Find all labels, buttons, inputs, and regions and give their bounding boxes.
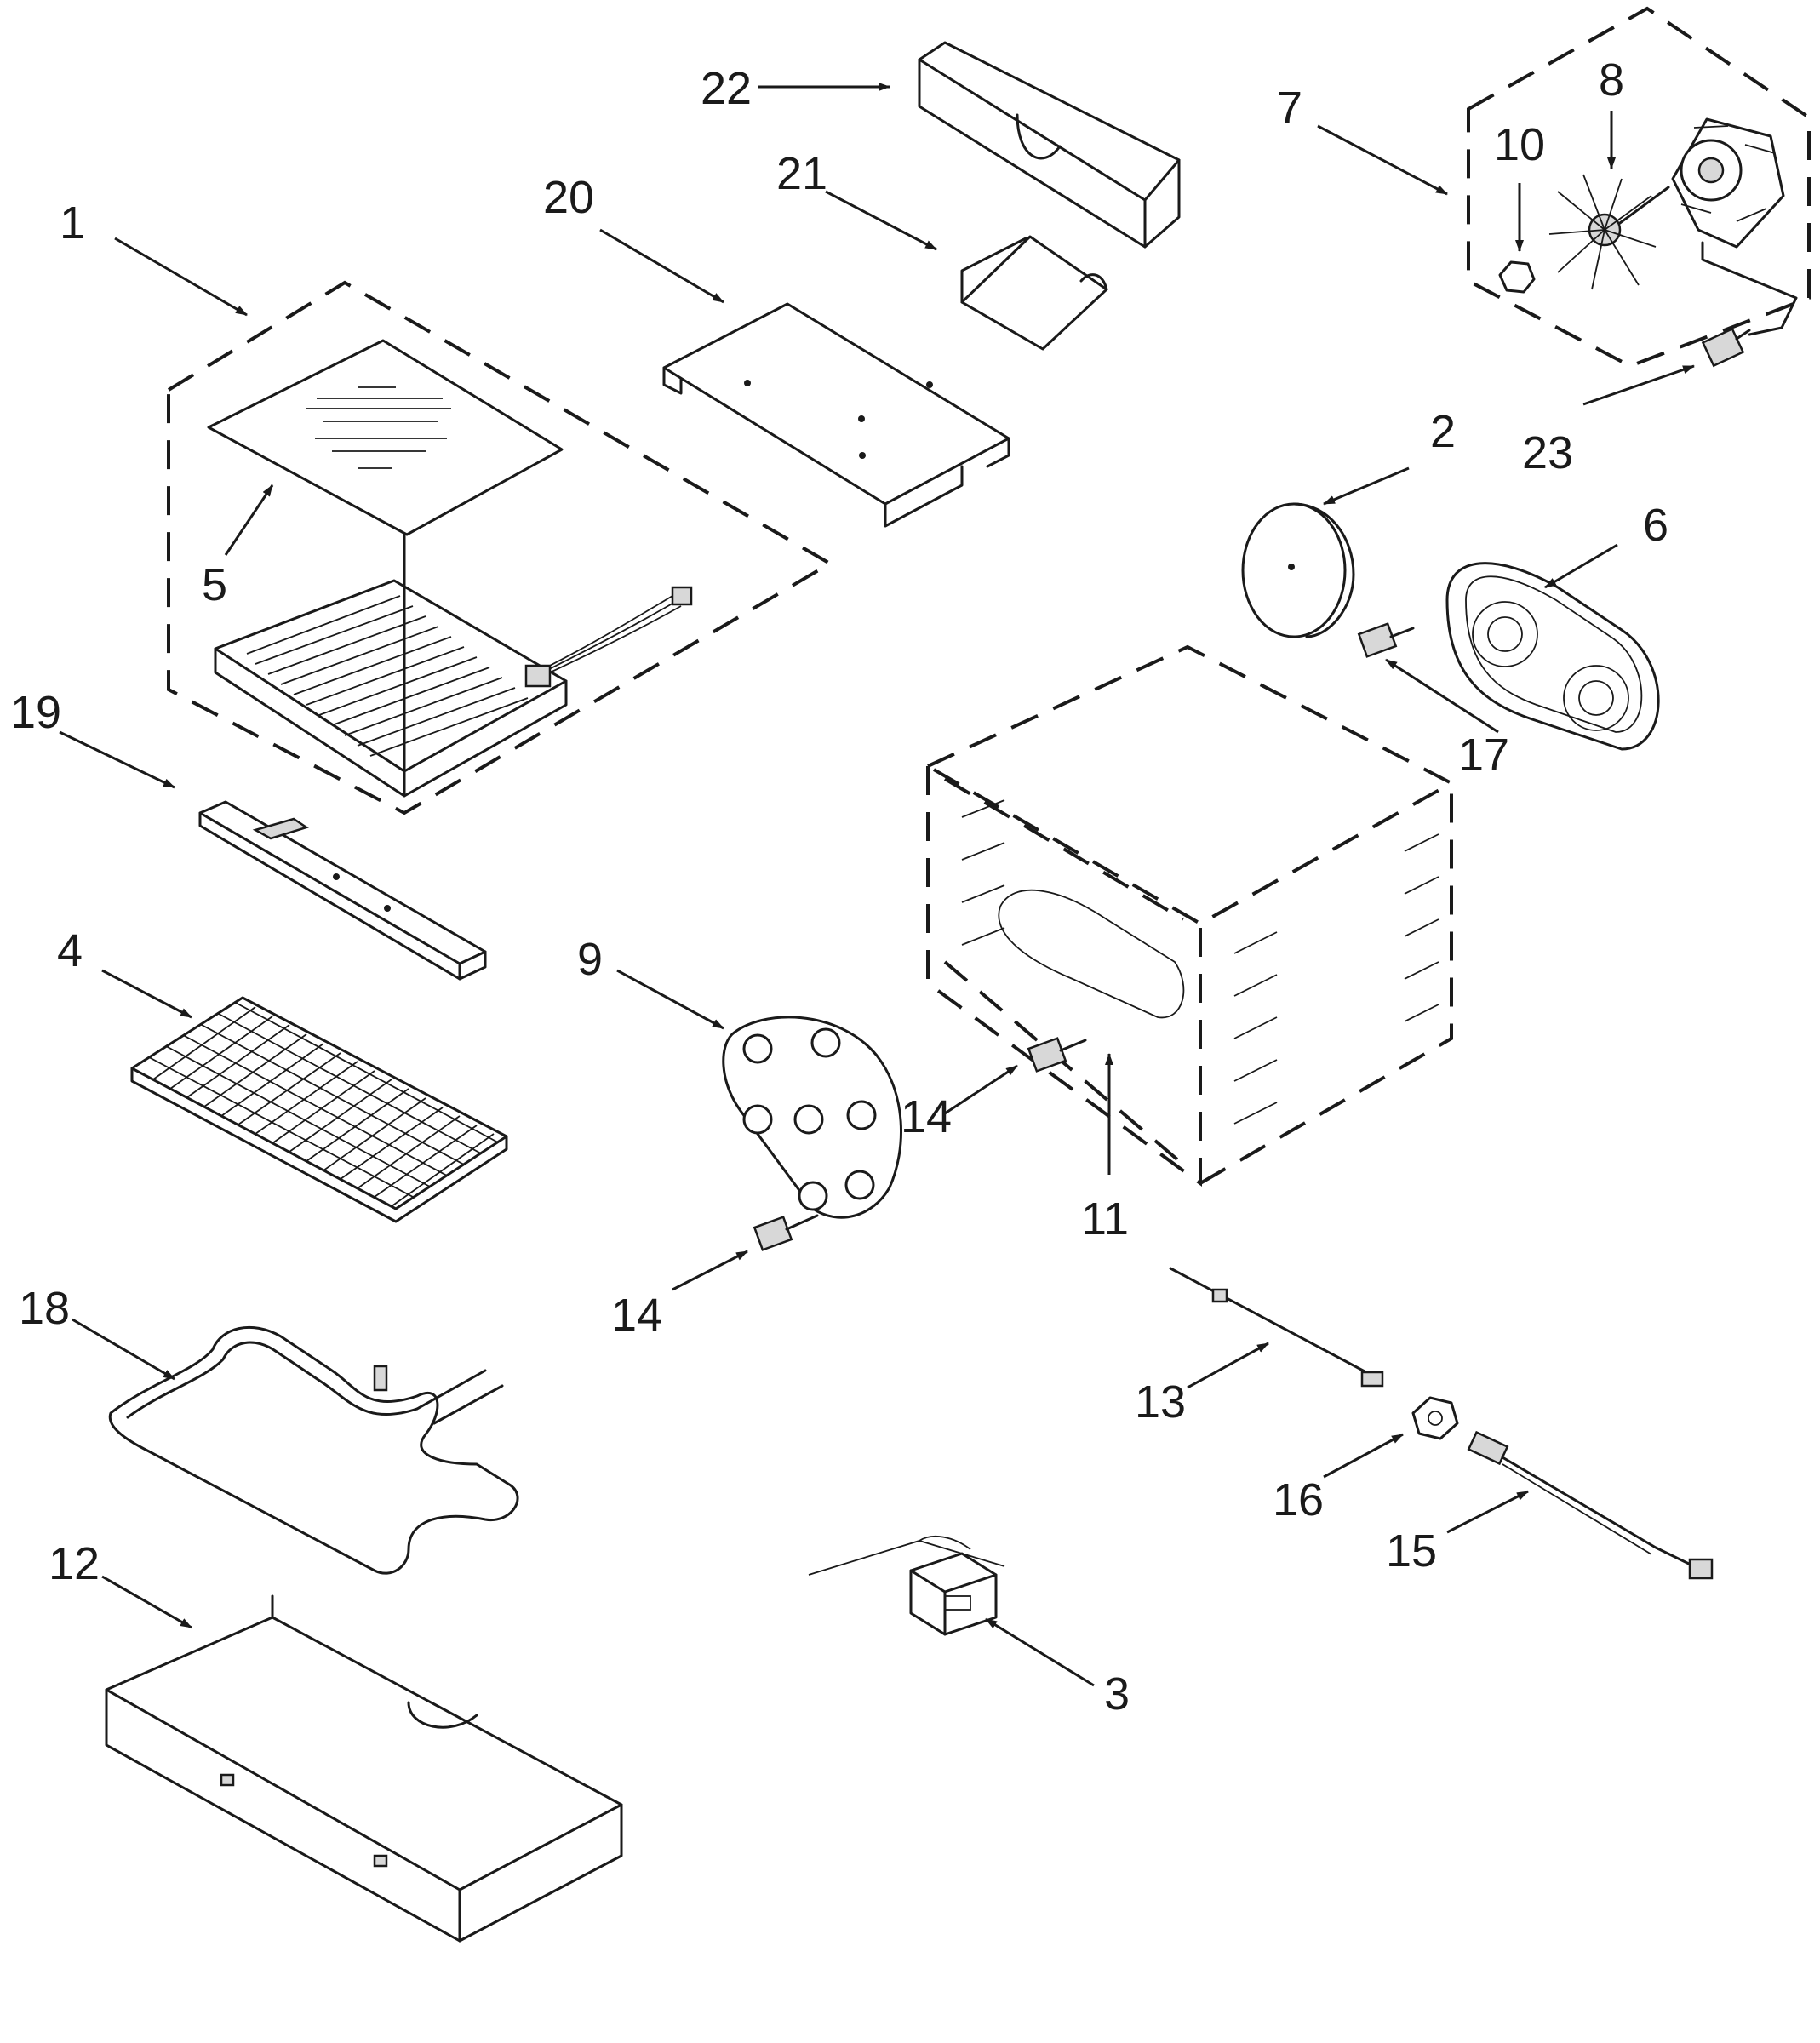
callout-3: 3 [1104, 1668, 1130, 1720]
door-switch[interactable] [808, 1535, 1005, 1636]
callout-2: 2 [1430, 406, 1456, 457]
back-plate-screw[interactable] [753, 1214, 819, 1251]
callout-10: 10 [1494, 119, 1545, 170]
oven-rack[interactable] [130, 996, 508, 1223]
callout-19: 19 [10, 687, 61, 738]
element-cover-plate[interactable] [207, 339, 564, 773]
callout-5: 5 [202, 559, 227, 610]
fan-nut[interactable] [1498, 260, 1536, 294]
callout-15: 15 [1386, 1525, 1437, 1577]
callout-14b: 14 [611, 1290, 662, 1341]
motor-screw[interactable] [1701, 241, 1798, 368]
cover-screw[interactable] [1357, 622, 1415, 658]
hex-nut[interactable] [1411, 1396, 1459, 1440]
callout-16: 16 [1273, 1474, 1324, 1525]
callout-1: 1 [60, 197, 85, 249]
round-cover[interactable] [1241, 502, 1355, 638]
callout-21: 21 [776, 148, 827, 199]
callout-6: 6 [1643, 500, 1668, 551]
convection-fan-assembly[interactable] [1467, 6, 1811, 369]
callout-11: 11 [1081, 1193, 1129, 1245]
duct-channel[interactable] [918, 41, 1181, 249]
front-frame-rail[interactable] [198, 800, 487, 981]
bake-element-assembly[interactable] [167, 280, 833, 815]
callout-20: 20 [543, 172, 594, 223]
back-plate[interactable] [722, 1016, 903, 1219]
bottom-pan[interactable] [105, 1594, 623, 1943]
wire-harness[interactable] [1467, 1430, 1714, 1580]
callout-17: 17 [1458, 730, 1509, 781]
callout-12: 12 [49, 1538, 100, 1589]
callout-arrows [59, 83, 1695, 1687]
cavity-screw[interactable] [1027, 1037, 1087, 1073]
callout-9: 9 [577, 934, 603, 985]
callout-22: 22 [701, 63, 752, 114]
fan-cover-plate[interactable] [1445, 562, 1660, 751]
callout-7: 7 [1277, 83, 1302, 134]
temperature-sensor[interactable] [1169, 1267, 1384, 1388]
callout-4: 4 [57, 925, 83, 976]
callout-23: 23 [1522, 427, 1573, 478]
fan-blade-icon [1548, 174, 1670, 290]
broil-element[interactable] [108, 1325, 519, 1575]
small-bracket[interactable] [960, 235, 1108, 351]
oven-cavity[interactable] [924, 644, 1456, 1187]
callout-8: 8 [1599, 54, 1624, 106]
callout-labels: 1 2 3 4 5 6 7 8 9 10 11 12 13 14 14 15 1… [10, 54, 1668, 1720]
top-cover-panel[interactable] [662, 302, 1010, 528]
callout-13: 13 [1135, 1376, 1186, 1428]
callout-18: 18 [19, 1283, 70, 1334]
callout-14a: 14 [901, 1091, 952, 1142]
